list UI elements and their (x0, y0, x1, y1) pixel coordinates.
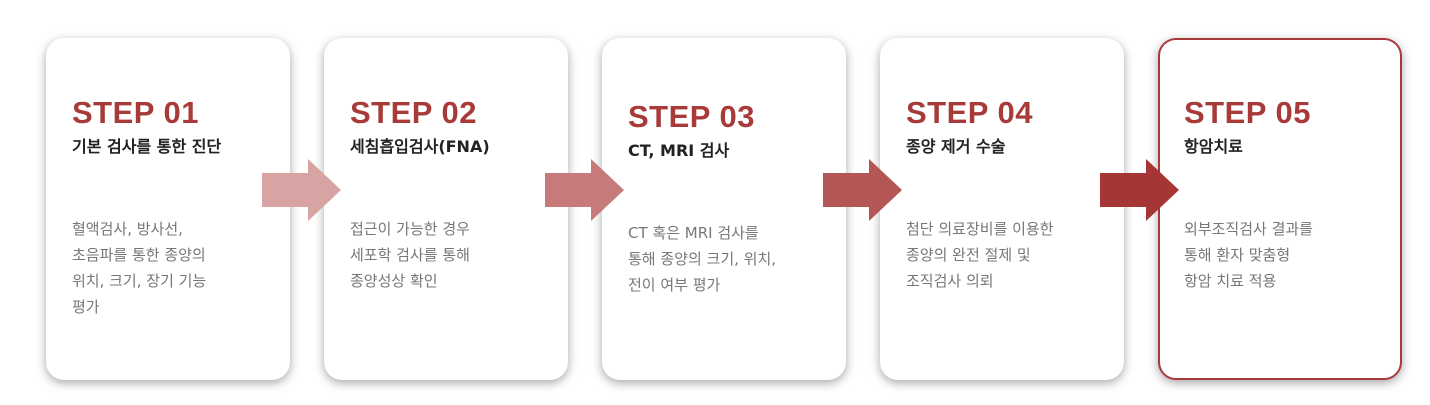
step-title: 항암치료 (1184, 137, 1243, 156)
step-card-1: STEP 01 기본 검사를 통한 진단 혈액검사, 방사선, 초음파를 통한 … (46, 38, 290, 380)
arrow-shape (1100, 159, 1179, 221)
step-card-4: STEP 04 종양 제거 수술 첨단 의료장비를 이용한 종양의 완전 절제 … (880, 38, 1124, 380)
step-title: 기본 검사를 통한 진단 (72, 137, 222, 156)
arrow-shape (823, 159, 902, 221)
step-number: STEP 01 (72, 95, 200, 130)
arrow-right-icon (545, 159, 624, 221)
step-description: CT 혹은 MRI 검사를 통해 종양의 크기, 위치, 전이 여부 평가 (628, 224, 777, 294)
step-number: STEP 03 (628, 99, 756, 134)
arrow-shape (545, 159, 624, 221)
step-card-3: STEP 03 CT, MRI 검사 CT 혹은 MRI 검사를 통해 종양의 … (602, 38, 846, 380)
arrow-right-icon (262, 159, 341, 221)
step-card-2: STEP 02 세침흡입검사(FNA) 접근이 가능한 경우 세포학 검사를 통… (324, 38, 568, 380)
step-description: 접근이 가능한 경우 세포학 검사를 통해 종양성상 확인 (350, 220, 470, 290)
step-description: 혈액검사, 방사선, 초음파를 통한 종양의 위치, 크기, 장기 기능 평가 (72, 220, 207, 316)
step-card-5: STEP 05 항암치료 외부조직검사 결과를 통해 환자 맞춤형 항암 치료 … (1158, 38, 1402, 380)
step-title: 종양 제거 수술 (906, 137, 1006, 156)
step-title: 세침흡입검사(FNA) (350, 137, 490, 156)
step-number: STEP 02 (350, 95, 478, 130)
step-number: STEP 05 (1184, 95, 1312, 130)
arrow-shape (262, 159, 341, 221)
step-title: CT, MRI 검사 (628, 141, 730, 160)
arrow-right-icon (823, 159, 902, 221)
step-number: STEP 04 (906, 95, 1034, 130)
arrow-right-icon (1100, 159, 1179, 221)
step-description: 첨단 의료장비를 이용한 종양의 완전 절제 및 조직검사 의뢰 (906, 220, 1054, 290)
step-description: 외부조직검사 결과를 통해 환자 맞춤형 항암 치료 적용 (1184, 220, 1313, 290)
